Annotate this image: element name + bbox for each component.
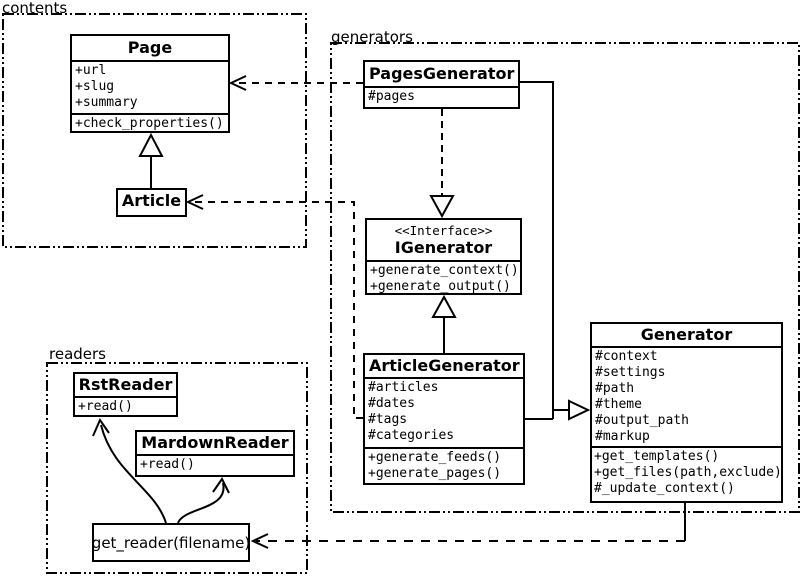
method: +check_properties(): [75, 116, 224, 131]
class-mardownreader: MardownReader +read(): [135, 430, 295, 477]
class-mardownreader-title: MardownReader: [141, 433, 289, 452]
class-page-methods: +check_properties(): [72, 113, 228, 131]
rel-article-extends-page: [138, 132, 164, 188]
class-pagesgenerator-title: PagesGenerator: [369, 64, 515, 83]
package-readers-border: [46, 362, 308, 574]
package-label-contents: contents: [2, 0, 68, 17]
class-articlegenerator-title: ArticleGenerator: [369, 356, 520, 375]
attribute: #categories: [368, 428, 455, 443]
package-label-generators: generators: [331, 28, 413, 46]
attribute: #articles: [368, 380, 439, 395]
function-get-reader-label: get_reader(filename): [91, 533, 251, 552]
attribute: +url: [75, 63, 107, 78]
attribute: #tags: [368, 412, 408, 427]
arrow-getreader-to-mardownreader: [177, 477, 230, 524]
class-generator: Generator #context #settings #path #them…: [590, 322, 783, 503]
method: +generate_pages(): [368, 466, 502, 482]
rel-pagesgenerator-realizes-igenerator: [429, 109, 455, 219]
package-contents-border: [2, 13, 307, 248]
class-pagesgenerator-attributes: #pages: [365, 86, 518, 106]
class-mardownreader-methods: +read(): [137, 454, 293, 474]
attribute: +summary: [75, 95, 138, 110]
dep-articlegenerator-to-article: [185, 194, 363, 419]
arrow-getreader-to-rstreader: [92, 417, 167, 524]
class-igenerator: <<Interface>> IGenerator +generate_conte…: [365, 218, 522, 295]
method: +generate_output(): [370, 279, 511, 295]
package-label-readers: readers: [49, 345, 106, 363]
class-pagesgenerator: PagesGenerator #pages: [363, 60, 520, 109]
class-page-attributes: +url +slug +summary: [72, 60, 228, 113]
class-article-title: Article: [121, 191, 182, 210]
class-igenerator-stereotype: <<Interface>>: [394, 223, 493, 238]
class-page-title: Page: [127, 38, 173, 57]
method: +get_files(path,exclude): [594, 465, 782, 481]
class-igenerator-title: IGenerator: [394, 238, 493, 257]
function-get-reader: get_reader(filename): [92, 523, 250, 562]
class-articlegenerator: ArticleGenerator #articles #dates #tags …: [363, 353, 525, 485]
class-rstreader: RstReader +read(): [73, 372, 178, 417]
attribute: #dates: [368, 396, 415, 411]
method: +get_templates(): [594, 449, 720, 464]
attribute: #settings: [595, 365, 666, 380]
attribute: #output_path: [595, 413, 689, 428]
method: #_update_context(): [594, 481, 735, 497]
class-generator-attributes: #context #settings #path #theme #output_…: [592, 346, 781, 446]
method: +read(): [78, 399, 133, 414]
attribute: #context: [595, 349, 658, 364]
dep-generator-to-getreader: [250, 503, 686, 549]
class-generator-title: Generator: [640, 325, 733, 344]
class-article: Article: [116, 188, 187, 217]
attribute: #markup: [595, 429, 650, 444]
class-generator-methods: +get_templates() +get_files(path,exclude…: [592, 446, 781, 499]
method: +generate_feeds(): [368, 450, 502, 465]
class-page: Page +url +slug +summary +check_properti…: [70, 34, 230, 133]
attribute: +slug: [75, 79, 115, 94]
class-articlegenerator-attributes: #articles #dates #tags #categories: [365, 377, 523, 447]
attribute: #pages: [368, 89, 415, 104]
class-rstreader-methods: +read(): [75, 396, 176, 415]
package-generators-border: [330, 42, 800, 513]
attribute: #path: [595, 381, 635, 396]
rel-generators-extend-generator: [520, 81, 591, 421]
class-rstreader-title: RstReader: [78, 375, 173, 394]
class-igenerator-methods: +generate_context() +generate_output(): [367, 260, 520, 295]
rel-articlegenerator-extends-igenerator: [431, 294, 457, 353]
attribute: #theme: [595, 397, 642, 412]
method: +read(): [140, 457, 195, 472]
class-articlegenerator-methods: +generate_feeds() +generate_pages(): [365, 447, 523, 483]
dep-pagesgenerator-to-page: [228, 75, 363, 91]
method: +generate_context(): [370, 263, 519, 278]
